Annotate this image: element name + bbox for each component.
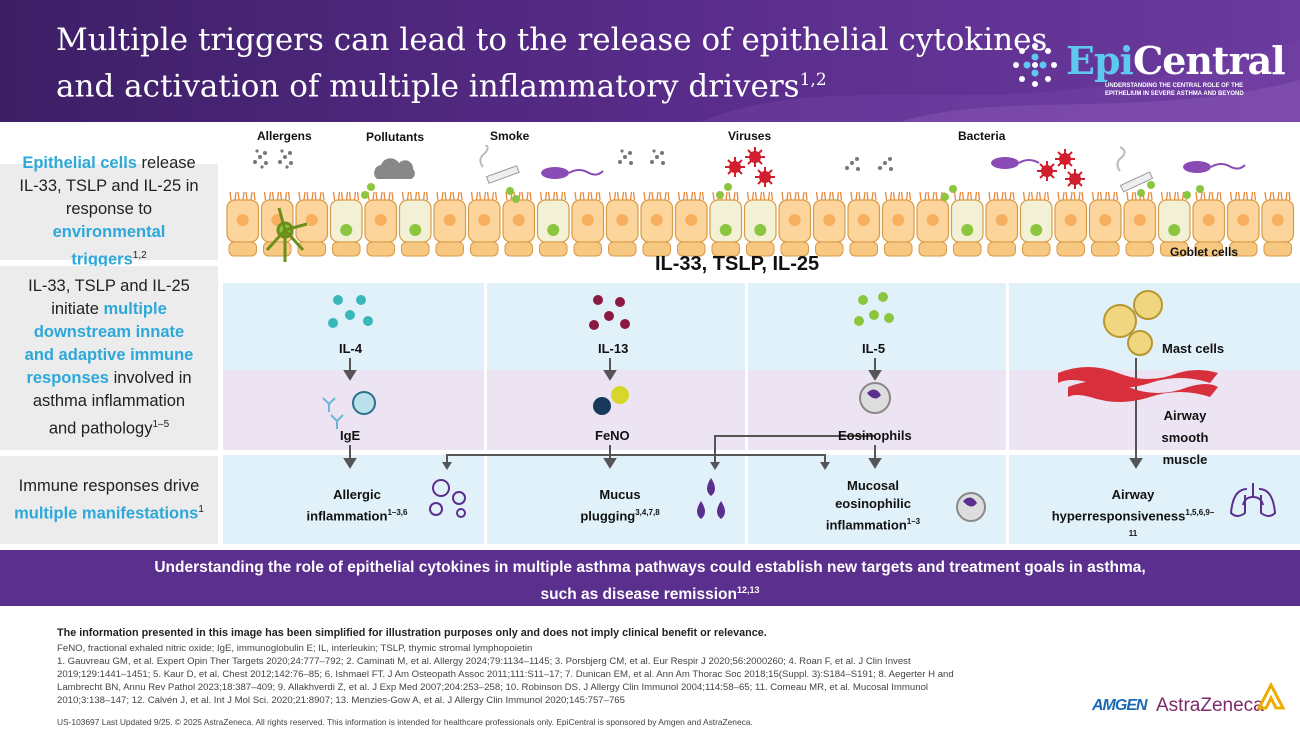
il4-label: IL-4 — [339, 341, 363, 356]
left-text-manifestations: Immune responses drive multiple manifest… — [0, 456, 218, 544]
b-cell-icon — [352, 391, 376, 415]
lungs-icon — [1229, 483, 1277, 517]
eosinophil-icon — [859, 382, 891, 414]
feno-label: FeNO — [595, 428, 630, 443]
footnotes: The information presented in this image … — [57, 627, 1067, 707]
eosinophils-label: Eosinophils — [838, 428, 912, 443]
reference-line: Lambrecht BN, Annu Rev Pathol 2023;18:38… — [57, 682, 929, 693]
banner-line-1: Understanding the role of epithelial cyt… — [154, 559, 1146, 576]
mucus-plugging-label: Mucus plugging3,4,7,8 — [580, 487, 660, 524]
title-line-2: and activation of multiple inflammatory … — [56, 68, 827, 105]
airway-smooth-muscle-label: Airway smooth muscle — [1161, 408, 1209, 467]
page-title: Multiple triggers can lead to the releas… — [56, 20, 1048, 106]
column-divider — [1006, 283, 1009, 544]
disclaimer: The information presented in this image … — [57, 627, 767, 639]
allergic-inflammation-label: Allergic inflammation1–3,6 — [306, 487, 408, 524]
pathway-graphics — [322, 290, 1277, 522]
copyright: US-103697 Last Updated 9/25. © 2025 Astr… — [57, 717, 753, 727]
cytokines-label: IL-33, TSLP, IL-25 — [655, 253, 820, 275]
banner-line-2: such as disease remission12,13 — [540, 585, 760, 604]
mast-cells-label: Mast cells — [1162, 341, 1225, 356]
mucus-drops-icon — [697, 478, 725, 519]
il13-molecule-icon — [589, 295, 630, 330]
column-divider — [745, 283, 748, 544]
manifestation-band — [223, 455, 1300, 544]
mast-cells-icon — [1103, 290, 1163, 356]
trigger-label-allergens: Allergens — [257, 129, 312, 143]
epicentral-dots-icon — [1013, 43, 1057, 87]
reference-line: 2019;129:1441–1451; 5. Kaur D, et al. Ch… — [57, 669, 954, 680]
trigger-label-bacteria: Bacteria — [958, 129, 1006, 143]
column-divider — [484, 283, 487, 544]
reference-line: 1. Gauvreau GM, et al. Expert Opin Ther … — [57, 656, 911, 667]
trigger-label-smoke: Smoke — [490, 129, 530, 143]
amgen-logo: AMGEN — [1092, 697, 1148, 714]
title-line-1: Multiple triggers can lead to the releas… — [56, 22, 1048, 58]
il5-label: IL-5 — [862, 341, 886, 356]
epithelium-illustration — [226, 181, 1295, 262]
mucosal-eosinophilic-label: Mucosal eosinophilic inflammation1–3 — [825, 478, 921, 533]
ige-antibody-icon — [322, 397, 344, 429]
allergen-icon — [253, 149, 893, 171]
left-text-immune-responses: IL-33, TSLP and IL-25 initiate multiple … — [0, 266, 218, 450]
allergic-inflammation-icon — [429, 479, 466, 518]
feno-molecule-icon — [593, 386, 629, 415]
goblet-cells-label: Goblet cells — [1170, 245, 1239, 259]
astrazeneca-logo: AstraZeneca — [1156, 695, 1264, 716]
left-text-epithelial: Epithelial cells release IL-33, TSLP and… — [0, 154, 218, 269]
reference-line: 2010;3:138–147; 12. Calvén J, et al. Int… — [57, 695, 625, 706]
il5-molecule-icon — [854, 292, 894, 326]
eosinophil-connectors — [446, 435, 875, 465]
epicentral-logo: EpiCentral UNDERSTANDING THE CENTRAL ROL… — [1010, 36, 1286, 97]
conclusion-banner: Understanding the role of epithelial cyt… — [0, 550, 1300, 606]
logo-wordmark: EpiCentral — [1066, 38, 1286, 83]
trigger-label-viruses: Viruses — [728, 129, 772, 143]
bacteria-icon — [541, 157, 1246, 179]
cloud-icon — [374, 158, 415, 179]
trigger-label-pollutants: Pollutants — [366, 130, 425, 144]
header-banner: Multiple triggers can lead to the releas… — [0, 0, 1300, 122]
eosinophil-inflammation-icon — [956, 492, 986, 522]
abbreviations: FeNO, fractional exhaled nitric oxide; I… — [57, 643, 533, 654]
astrazeneca-symbol-icon — [1256, 682, 1286, 710]
il4-molecule-icon — [328, 295, 373, 328]
ige-label: IgE — [340, 428, 361, 443]
logo-tagline: UNDERSTANDING THE CENTRAL ROLE OF THE EP… — [1105, 83, 1244, 97]
cigarette-icon — [479, 145, 1154, 193]
trigger-icons-row — [253, 145, 1246, 193]
airway-hyperresponsiveness-label: Airway hyperresponsiveness1,5,6,9–11 — [1051, 487, 1215, 539]
smooth-muscle-icon — [1058, 367, 1218, 402]
il13-label: IL-13 — [598, 341, 629, 356]
header-wave-decoration — [700, 40, 1300, 122]
